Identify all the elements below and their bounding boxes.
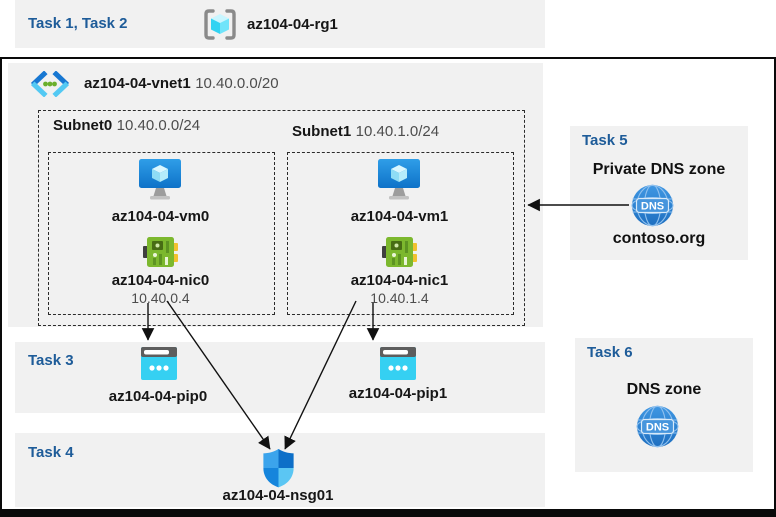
nic0-label: az104-04-nic0 bbox=[111, 272, 210, 289]
task4-label: Task 4 bbox=[28, 444, 74, 461]
vm0-label: az104-04-vm0 bbox=[111, 208, 210, 225]
task3-band bbox=[15, 342, 545, 413]
subnet1-box bbox=[287, 152, 514, 315]
pip0-icon bbox=[141, 347, 177, 380]
dns-zone-icon-text: DNS bbox=[646, 422, 669, 434]
nic0-ip: 10.40.0.4 bbox=[131, 290, 190, 306]
vm1-label: az104-04-vm1 bbox=[350, 208, 449, 225]
private-dns-icon-text: DNS bbox=[641, 201, 664, 213]
vnet-box bbox=[8, 63, 543, 327]
pip0-label: az104-04-pip0 bbox=[108, 388, 208, 405]
nsg-label: az104-04-nsg01 bbox=[222, 487, 334, 504]
nic1-icon bbox=[382, 237, 417, 267]
nic1-label: az104-04-nic1 bbox=[350, 272, 449, 289]
vm1-icon bbox=[378, 159, 420, 200]
task5-label: Task 5 bbox=[582, 132, 628, 149]
subnet0-name: Subnet0 bbox=[53, 117, 113, 134]
subnet0-label: Subnet0 10.40.0.0/24 bbox=[53, 117, 200, 135]
vnet-label: az104-04-vnet1 10.40.0.0/20 bbox=[84, 75, 279, 93]
task6-box bbox=[575, 338, 753, 472]
task6-title: DNS zone bbox=[626, 381, 702, 398]
task1-2-label: Task 1, Task 2 bbox=[28, 15, 128, 32]
task5-zone-label: contoso.org bbox=[612, 230, 706, 247]
nic0-icon bbox=[143, 237, 178, 267]
virtual-network-icon bbox=[31, 71, 69, 97]
vnet-name: az104-04-vnet1 bbox=[84, 75, 191, 92]
pip1-label: az104-04-pip1 bbox=[348, 385, 448, 402]
pip1-icon bbox=[380, 347, 416, 380]
subnet1-label: Subnet1 10.40.1.0/24 bbox=[292, 123, 439, 141]
diagram-frame bbox=[0, 57, 776, 517]
private-dns-zone-icon: DNS bbox=[631, 184, 674, 227]
task6-label: Task 6 bbox=[587, 344, 633, 361]
vnet-cidr: 10.40.0.0/20 bbox=[195, 75, 279, 92]
task1-2-band bbox=[15, 0, 545, 48]
subnet1-cidr: 10.40.1.0/24 bbox=[355, 123, 440, 140]
subnets-container bbox=[38, 110, 525, 326]
task5-title: Private DNS zone bbox=[592, 161, 726, 178]
dns-zone-icon: DNS bbox=[636, 405, 679, 448]
subnet0-box bbox=[48, 152, 275, 315]
nic1-ip: 10.40.1.4 bbox=[370, 290, 429, 306]
resource-group-icon bbox=[204, 9, 236, 40]
subnet1-name: Subnet1 bbox=[292, 123, 352, 140]
subnet0-cidr: 10.40.0.0/24 bbox=[116, 117, 201, 134]
nsg-shield-icon bbox=[263, 448, 294, 488]
vm0-icon bbox=[139, 159, 181, 200]
resource-group-label: az104-04-rg1 bbox=[247, 16, 338, 33]
task3-label: Task 3 bbox=[28, 352, 74, 369]
